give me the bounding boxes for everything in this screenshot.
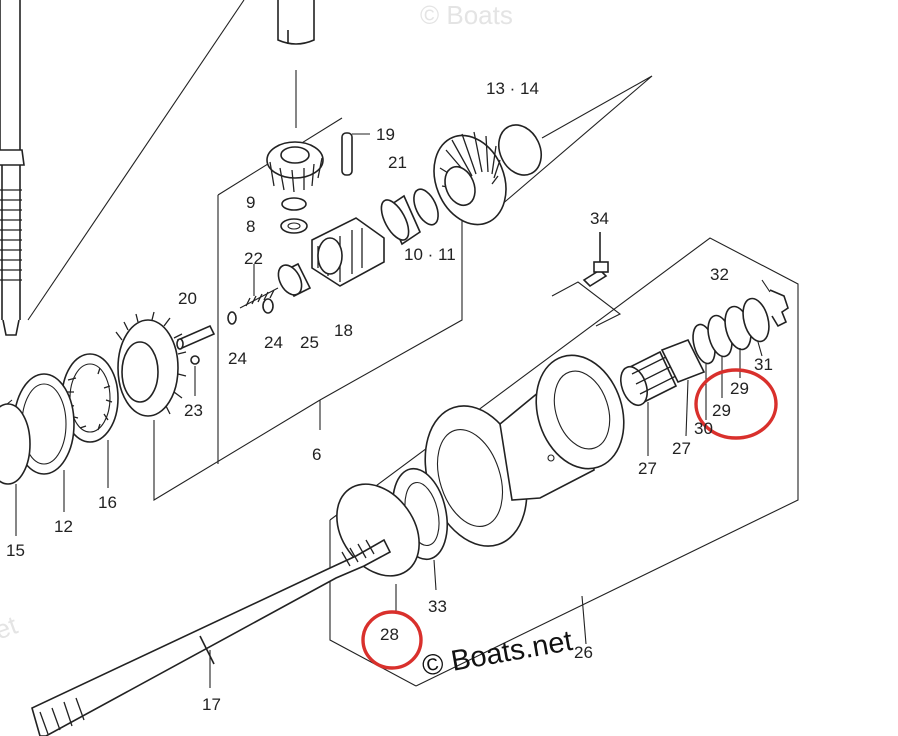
housing-group-box (329, 237, 799, 687)
highlight-circle-29 (694, 368, 778, 440)
label-9: 9 (246, 193, 255, 212)
label-27a: 27 (638, 459, 657, 478)
label-31: 31 (754, 355, 773, 374)
label-25: 25 (300, 333, 319, 352)
spring-22 (239, 264, 279, 309)
label-16: 16 (98, 493, 117, 512)
label-26: 26 (574, 643, 593, 662)
label-33: 33 (428, 597, 447, 616)
label-8: 8 (246, 217, 255, 236)
part-labels: 13 · 14 19 21 9 8 34 10 · 11 22 32 20 18… (6, 79, 773, 714)
label-29b: 29 (712, 401, 731, 420)
ring-13-14 (498, 124, 542, 176)
propeller-shaft (31, 538, 392, 736)
shim-24 (227, 311, 237, 325)
highlight-circle-28 (361, 610, 423, 670)
label-12: 12 (54, 517, 73, 536)
leader-lines-right (705, 341, 763, 420)
pinion-shaft (277, 0, 315, 128)
label-6: 6 (312, 445, 321, 464)
shim-15 (0, 403, 31, 485)
label-30: 30 (694, 419, 713, 438)
pinion-gear (266, 141, 324, 193)
label-21: 21 (388, 153, 407, 172)
shaft-20 (176, 324, 216, 396)
pin-19 (341, 132, 370, 176)
watermark-faint-top: © Boats (420, 0, 513, 30)
label-34: 34 (590, 209, 609, 228)
label-23: 23 (184, 401, 203, 420)
label-24: 24 (264, 333, 283, 352)
label-22: 22 (244, 249, 263, 268)
watermark-faint-left: et (0, 610, 22, 646)
label-20: 20 (178, 289, 197, 308)
bolt-34 (582, 232, 609, 288)
label-28: 28 (380, 625, 399, 644)
label-15: 15 (6, 541, 25, 560)
leader-lines-left (15, 440, 109, 536)
shim-10-11 (413, 188, 439, 226)
o-ring-28 (336, 483, 420, 577)
reverse-gear (115, 311, 187, 417)
watermark-main: © Boats.net (420, 625, 575, 683)
clutch-dog-18 (311, 217, 385, 287)
label-24b: 24 (228, 349, 247, 368)
propeller-shaft-housing (424, 354, 625, 547)
label-10-11: 10 · 11 (404, 245, 456, 264)
bushing-25 (277, 262, 312, 298)
washer-9 (281, 197, 307, 211)
label-13-14: 13 · 14 (486, 79, 539, 98)
drive-shaft (0, 0, 25, 336)
forward-bevel-gear (433, 131, 507, 226)
bushing-21 (380, 194, 422, 246)
group-bracket-lines (0, 0, 653, 501)
circlip-32 (761, 279, 789, 328)
oil-seal-31 (742, 297, 770, 343)
washer-8 (280, 218, 308, 234)
label-32: 32 (710, 265, 729, 284)
label-27b: 27 (672, 439, 691, 458)
label-19: 19 (376, 125, 395, 144)
needle-bearing-27 (620, 338, 706, 456)
label-29a: 29 (730, 379, 749, 398)
label-17: 17 (202, 695, 221, 714)
label-18: 18 (334, 321, 353, 340)
